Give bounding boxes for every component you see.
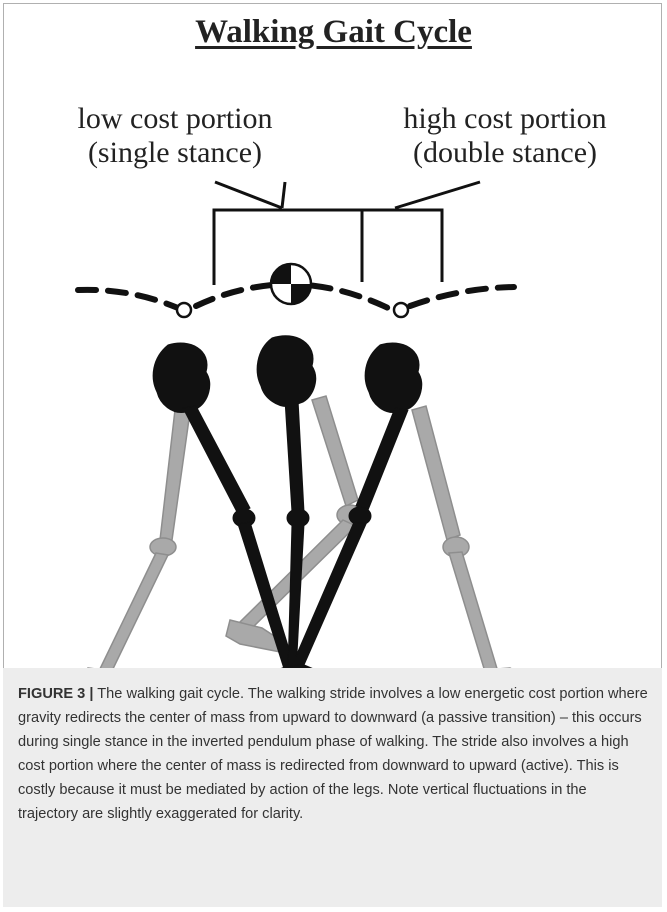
gray-thigh-right bbox=[412, 406, 460, 540]
transition-point-1 bbox=[177, 303, 191, 317]
pelvis-right bbox=[365, 343, 422, 412]
center-of-mass-symbol bbox=[271, 264, 311, 304]
high-cost-bracket bbox=[362, 210, 442, 282]
trajectory-segment-3 bbox=[410, 287, 514, 306]
black-thigh-middle bbox=[285, 400, 304, 512]
pelvis-middle bbox=[257, 336, 316, 407]
low-cost-pointer-left bbox=[215, 182, 282, 208]
black-legs bbox=[153, 336, 422, 668]
gray-thigh-middle bbox=[312, 396, 358, 506]
black-thigh-left bbox=[183, 406, 250, 514]
gray-thigh-left bbox=[160, 410, 190, 540]
high-cost-pointer bbox=[395, 182, 480, 208]
gait-diagram bbox=[0, 0, 667, 668]
transition-point-2 bbox=[394, 303, 408, 317]
gray-shin-left bbox=[98, 553, 168, 668]
black-knee-right bbox=[349, 507, 371, 525]
gray-knee-left bbox=[150, 538, 176, 556]
figure-caption: FIGURE 3 | The walking gait cycle. The w… bbox=[18, 682, 648, 826]
low-cost-pointer-right bbox=[282, 182, 285, 208]
gray-shin-right bbox=[449, 552, 498, 668]
caption-label: FIGURE 3 | bbox=[18, 686, 93, 702]
black-thigh-right bbox=[356, 408, 408, 510]
pelvis-left bbox=[153, 343, 210, 412]
bracket-lines bbox=[214, 182, 480, 285]
trajectory-segment-1 bbox=[78, 290, 178, 308]
caption-text: The walking gait cycle. The walking stri… bbox=[18, 686, 648, 822]
